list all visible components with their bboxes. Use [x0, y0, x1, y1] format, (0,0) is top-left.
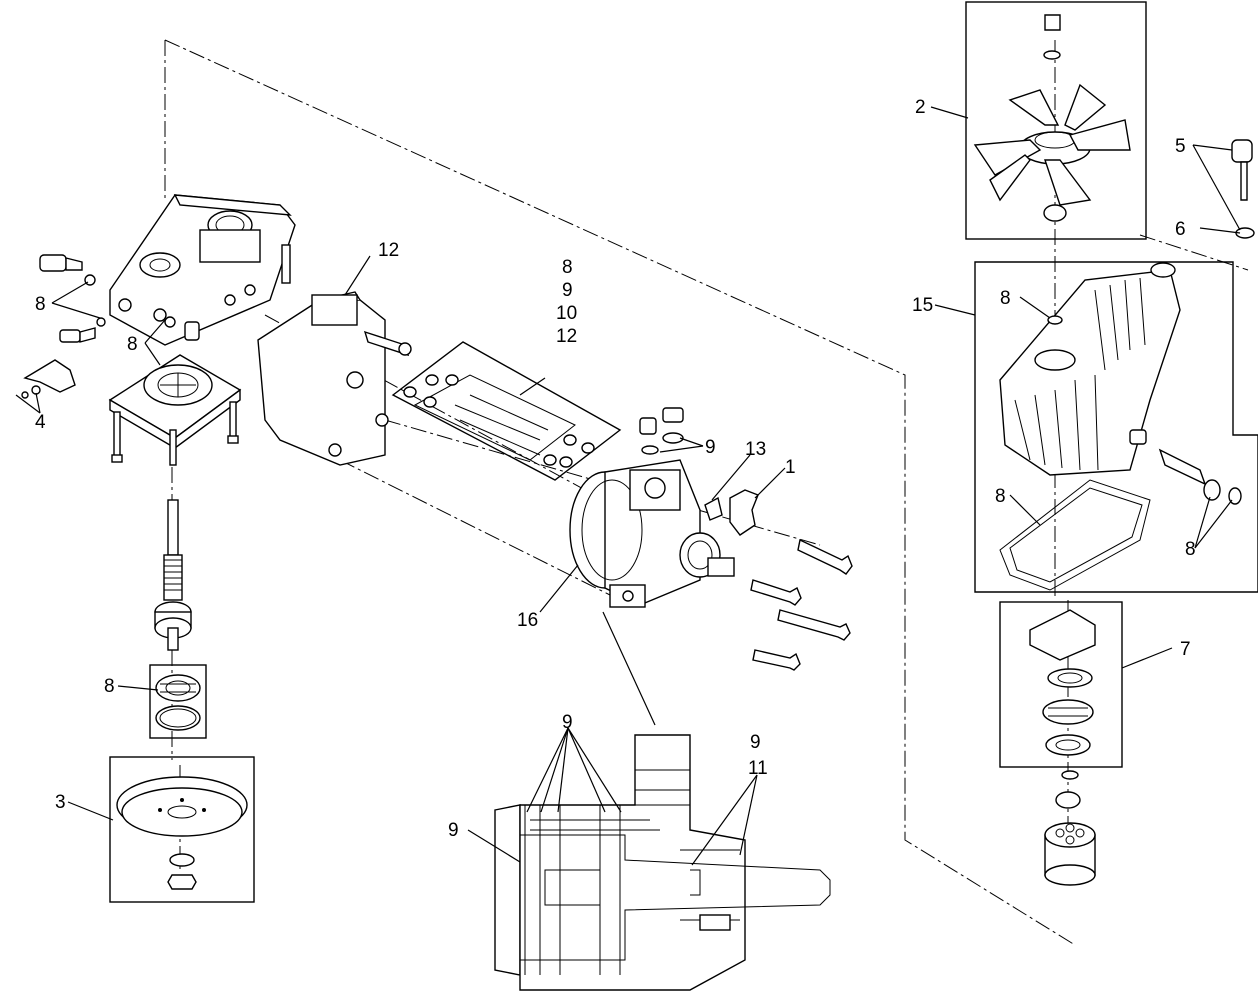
housing-kit-box — [974, 261, 1258, 593]
center-section-housing — [21, 194, 296, 399]
charge-pump-plate — [108, 354, 242, 466]
callout-12-kit: 12 — [556, 326, 577, 347]
callout-8-housing-plug: 8 — [1000, 288, 1011, 309]
leader-lines — [15, 106, 1241, 866]
callout-9-section-right: 9 — [750, 732, 761, 753]
callout-9-section-top: 9 — [562, 712, 573, 733]
fan-kit-box — [965, 1, 1147, 240]
callout-9-section-left: 9 — [448, 820, 459, 841]
callout-16: 16 — [517, 610, 538, 631]
mounting-bolts — [750, 538, 853, 671]
callout-6: 6 — [1175, 219, 1186, 240]
input-shaft — [154, 499, 192, 651]
dipstick — [1231, 139, 1255, 239]
callout-7: 7 — [1180, 639, 1191, 660]
callout-15: 15 — [912, 295, 933, 316]
callout-5: 5 — [1175, 136, 1186, 157]
callout-10: 10 — [556, 303, 577, 324]
callout-13: 13 — [745, 439, 766, 460]
callout-8-plate: 8 — [127, 334, 138, 355]
callout-labels: 1 2 3 4 5 6 7 8 8 8 8 8 8 8 9 10 12 12 9… — [35, 97, 1196, 841]
assembly-centerlines — [164, 39, 1249, 946]
callout-9-kit: 9 — [562, 280, 573, 301]
cylinder-block — [1044, 770, 1096, 886]
callout-8-seals: 8 — [1185, 539, 1196, 560]
callout-8-gasket: 8 — [995, 486, 1006, 507]
callout-8-bearing: 8 — [104, 676, 115, 697]
callout-11: 11 — [748, 758, 768, 779]
callout-4: 4 — [35, 412, 46, 433]
pulley-box — [109, 756, 255, 903]
callout-9-plug: 9 — [705, 437, 716, 458]
port-block — [257, 291, 412, 466]
callout-12-block: 12 — [378, 240, 399, 261]
callout-8-fittings: 8 — [35, 294, 46, 315]
callout-2: 2 — [915, 97, 926, 118]
bearing-stack-box — [999, 601, 1123, 768]
callout-1: 1 — [785, 457, 796, 478]
motor-assembly — [569, 407, 759, 608]
callout-3: 3 — [55, 792, 66, 813]
callout-8-kit: 8 — [562, 257, 573, 278]
bearing-kit-box — [149, 664, 207, 739]
section-view — [494, 734, 831, 991]
piston-kit-box — [391, 341, 622, 481]
